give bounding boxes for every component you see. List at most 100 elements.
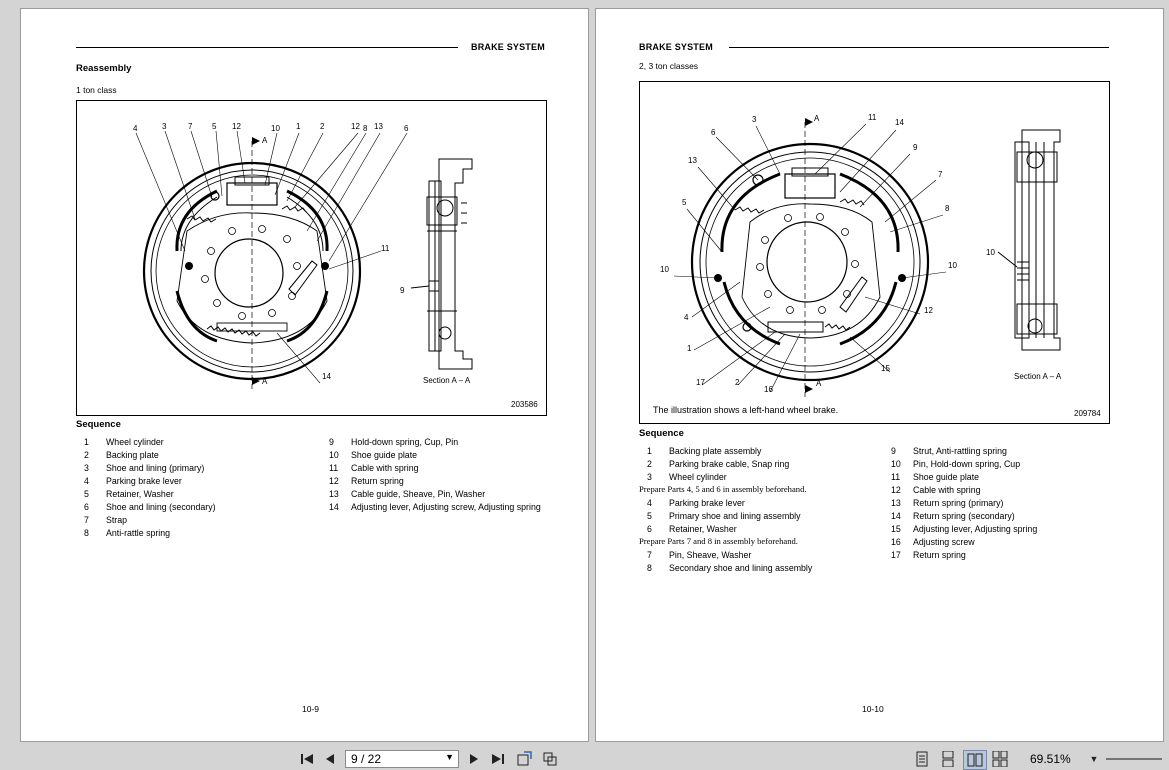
two-page-icon[interactable]: [963, 750, 987, 770]
single-page-icon[interactable]: [912, 750, 932, 768]
sequence-item-number: 17: [891, 550, 901, 560]
sequence-item-number: 5: [647, 511, 652, 521]
sequence-item-number: 4: [84, 476, 89, 486]
sequence-item-label: Return spring (secondary): [913, 511, 1015, 521]
callout-10: 10: [271, 124, 280, 133]
sequence-item-number: 8: [647, 563, 652, 573]
sequence-item-label: Retainer, Washer: [106, 489, 174, 499]
sequence-item-number: 16: [891, 537, 901, 547]
brake-diagram-2-3-ton: [673, 118, 1061, 397]
sequence-item-number: 9: [891, 446, 896, 456]
figure-number: 203586: [511, 400, 538, 409]
brake-diagram-1-ton: [135, 130, 473, 389]
section-label: Section A – A: [423, 376, 471, 385]
sequence-item: 9 Strut, Anti-rattling spring: [891, 445, 1113, 457]
zoom-level: 69.51%: [1030, 752, 1071, 766]
callout-14: 14: [895, 118, 904, 127]
two-page-continuous-icon[interactable]: [990, 750, 1010, 768]
sequence-item-number: 3: [84, 463, 89, 473]
sequence-item-label: Wheel cylinder: [106, 437, 164, 447]
sequence-item-label: Pin, Hold-down spring, Cup: [913, 459, 1021, 469]
callout-9: 9: [400, 286, 405, 295]
figure-note: The illustration shows a left-hand wheel…: [653, 405, 839, 415]
header-rule: [76, 47, 458, 48]
sequence-item-number: 13: [329, 489, 339, 499]
sequence-item-number: 11: [891, 472, 901, 482]
callout-4: 4: [684, 313, 689, 322]
sequence-item-label: Return spring (primary): [913, 498, 1004, 508]
sequence-item-number: 2: [647, 459, 652, 469]
first-page-icon[interactable]: [297, 750, 317, 768]
subsection-title: 1 ton class: [76, 85, 117, 95]
sequence-item-label: Strut, Anti-rattling spring: [913, 446, 1007, 456]
figure-2-3-ton: 3 11 14 6 13 9 7 5 8 10 10 10 4 12 1 15 …: [639, 81, 1110, 424]
fit-width-icon[interactable]: [514, 750, 534, 768]
sequence-item-label: Secondary shoe and lining assembly: [669, 563, 813, 573]
next-page-icon[interactable]: [464, 750, 484, 768]
sequence-item: 8 Secondary shoe and lining assembly: [647, 562, 869, 574]
sequence-item-label: Parking brake lever: [106, 476, 182, 486]
sequence-item-number: 14: [329, 502, 339, 512]
callout-15: 15: [881, 364, 890, 373]
prev-page-icon[interactable]: [320, 750, 340, 768]
arrow-a-top-label: A: [262, 136, 268, 145]
fit-page-icon[interactable]: [540, 750, 560, 768]
arrow-a-bottom-label: A: [816, 379, 822, 388]
sequence-item-number: 7: [84, 515, 89, 525]
callout-10a: 10: [660, 265, 669, 274]
sequence-item: 5 Primary shoe and lining assembly: [647, 510, 869, 522]
callout-2: 2: [735, 378, 740, 387]
sequence-item: 4 Parking brake lever: [84, 475, 306, 487]
callout-9: 9: [913, 143, 918, 152]
left-page: BRAKE SYSTEM Reassembly 1 ton class: [20, 8, 589, 742]
page-number-input[interactable]: 9 / 22 ▼: [345, 750, 459, 768]
callout-5: 5: [682, 198, 687, 207]
continuous-icon[interactable]: [938, 750, 958, 768]
callout-12b: 12: [351, 122, 360, 131]
sequence-item-number: 6: [647, 524, 652, 534]
sequence-item-label: Wheel cylinder: [669, 472, 727, 482]
sequence-item-number: 10: [329, 450, 339, 460]
arrow-a-top-label: A: [814, 114, 820, 123]
zoom-dropdown-icon[interactable]: ▼: [1089, 754, 1099, 764]
sequence-item-label: Return spring: [351, 476, 404, 486]
callout-7: 7: [938, 170, 943, 179]
section-title: 2, 3 ton classes: [639, 61, 699, 71]
callout-11: 11: [381, 244, 390, 253]
sequence-item-label: Anti-rattle spring: [106, 528, 171, 538]
sequence-item-label: Cable guide, Sheave, Pin, Washer: [351, 489, 486, 499]
sequence-item-label: Cable with spring: [913, 485, 981, 495]
figure-number: 209784: [1074, 409, 1101, 418]
last-page-icon[interactable]: [488, 750, 508, 768]
sequence-item-label: Primary shoe and lining assembly: [669, 511, 801, 521]
zoom-slider[interactable]: [1104, 750, 1164, 768]
sequence-item-number: 6: [84, 502, 89, 512]
callout-13: 13: [688, 156, 697, 165]
sequence-item-number: 9: [329, 437, 334, 447]
callout-4: 4: [133, 124, 138, 133]
sequence-item-label: Parking brake cable, Snap ring: [669, 459, 790, 469]
page-number: 10-9: [302, 704, 320, 714]
callout-12: 12: [924, 306, 933, 315]
callout-7: 7: [188, 122, 193, 131]
header-title: BRAKE SYSTEM: [639, 42, 713, 52]
chevron-down-icon[interactable]: ▼: [445, 752, 454, 762]
sequence-title: Sequence: [639, 428, 684, 439]
viewer-toolbar: 9 / 22 ▼ 69.51% ▼: [0, 748, 1169, 770]
section-title: Reassembly: [76, 63, 132, 74]
figure-1-ton: 4 3 7 5 12 10 1 2 12 8 13 6 11 9 14 A A …: [76, 100, 547, 416]
